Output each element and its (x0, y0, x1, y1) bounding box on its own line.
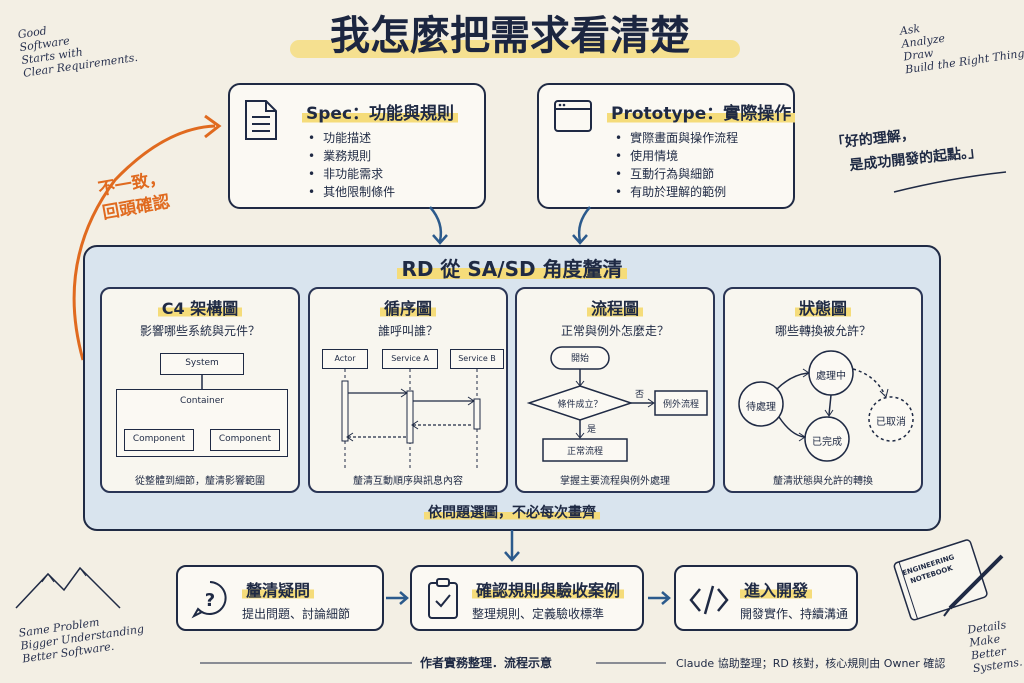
c4-title-text: C4 架構圖 (157, 299, 243, 318)
c4-panel: C4 架構圖 影響哪些系統與元件？ System Container Compo… (100, 287, 300, 493)
seq-caption: 釐清互動順序與訊息內容 (353, 476, 463, 487)
flow-yes: 是 (587, 425, 597, 435)
flow-shapes (526, 346, 708, 462)
state-question: 哪些轉換被允許？ (774, 324, 871, 338)
title-highlight (290, 40, 740, 58)
note-top-left: Good Software Starts with Clear Requirem… (17, 12, 139, 80)
prototype-card: Prototype：實際操作 實際畫面與操作流程 使用情境 互動行為與細節 有助… (537, 83, 796, 209)
c4-component-b: Component (210, 429, 280, 451)
step-title-text: 釐清疑問 (242, 581, 315, 600)
list-item: 功能描述 (308, 129, 395, 147)
state-shapes (738, 350, 914, 462)
footer-right: Claude 協助整理；RD 核對，核心規則由 Owner 確認 (676, 657, 946, 670)
c4-connector (201, 375, 203, 389)
flow-exception: 例外流程 (662, 400, 699, 410)
flow-question: 正常與例外怎麼走？ (560, 324, 669, 338)
step-develop-title: 進入開發 (740, 577, 813, 601)
list-item: 業務規則 (308, 147, 395, 165)
step-arrow-2 (648, 591, 671, 605)
prototype-title: Prototype：實際操作 (607, 99, 796, 124)
page-title: 我怎麼把需求看清楚 (330, 12, 690, 59)
state-title: 狀態圖 (725, 295, 921, 319)
rd-footer-text: 依問題選圖，不必每次畫齊 (424, 505, 600, 521)
mountains-icon (15, 566, 121, 609)
step-confirm: 確認規則與驗收案例 整理規則、定義驗收標準 (410, 565, 644, 631)
list-item: 使用情境 (615, 147, 738, 165)
question-bubble-icon: ? (191, 581, 227, 619)
state-cancelled: 已取消 (876, 417, 906, 428)
c4-caption: 從整體到細節，釐清影響範圍 (135, 476, 265, 487)
step-clarify-title: 釐清疑問 (242, 577, 315, 601)
state-caption: 釐清狀態與允許的轉換 (773, 476, 873, 487)
state-processing: 處理中 (816, 371, 846, 382)
svg-text:?: ? (205, 590, 215, 611)
spec-list: 功能描述 業務規則 非功能需求 其他限制條件 (308, 129, 395, 201)
seq-title: 循序圖 (310, 295, 506, 319)
rd-title: RD 從 SA/SD 角度釐清 (0, 253, 1024, 282)
rd-title-text: RD 從 SA/SD 角度釐清 (397, 257, 627, 281)
step-develop: 進入開發 開發實作、持續溝通 (674, 565, 858, 631)
seq-service-a: Service A (382, 349, 438, 369)
flow-no: 否 (635, 390, 645, 400)
prototype-list: 實際畫面與操作流程 使用情境 互動行為與細節 有助於理解的範例 (615, 129, 738, 201)
spec-title: Spec：功能與規則 (302, 99, 459, 124)
note-bottom-left: Same Problem Bigger Understanding Better… (18, 610, 147, 666)
c4-container-label: Container (180, 396, 224, 406)
arrows-top (429, 206, 591, 245)
arrow-down (504, 530, 520, 562)
sequence-lines (341, 369, 481, 469)
step-confirm-sub: 整理規則、定義驗收標準 (472, 607, 605, 621)
spec-card: Spec：功能與規則 功能描述 業務規則 非功能需求 其他限制條件 (228, 83, 486, 209)
footer-rule-right (596, 662, 666, 664)
quote-underline (893, 171, 1007, 193)
rd-footer: 依問題選圖，不必每次畫齊 (0, 502, 1024, 522)
list-item: 其他限制條件 (308, 183, 395, 201)
flow-title-text: 流程圖 (586, 299, 643, 318)
state-panel: 狀態圖 哪些轉換被允許？ 待處理 處理中 已完成 已取消 釐清狀態與允許的轉換 (723, 287, 923, 493)
c4-system-box: System (160, 353, 244, 375)
list-item: 非功能需求 (308, 165, 395, 183)
state-pending: 待處理 (746, 402, 776, 413)
seq-question: 誰呼叫誰？ (377, 324, 438, 338)
list-item: 互動行為與細節 (615, 165, 738, 183)
clipboard-check-icon (428, 578, 458, 619)
step-title-text: 確認規則與驗收案例 (472, 581, 625, 600)
step-develop-sub: 開發實作、持續溝通 (740, 607, 849, 621)
browser-window-icon (554, 100, 592, 132)
state-done: 已完成 (812, 437, 842, 448)
c4-container-box: Container (116, 389, 288, 457)
seq-service-b: Service B (450, 349, 504, 369)
document-icon (245, 100, 277, 140)
flow-panel: 流程圖 正常與例外怎麼走？ 開始 條件成立？ 否 例外流程 是 正常流程 掌握主… (515, 287, 715, 493)
note-top-right: Ask Analyze Draw Build the Right Thing. (899, 8, 1024, 76)
prototype-title-text: Prototype：實際操作 (607, 104, 796, 124)
flow-title: 流程圖 (517, 295, 713, 319)
code-icon (689, 585, 729, 615)
flow-caption: 掌握主要流程與例外處理 (560, 476, 670, 487)
feedback-arrow (72, 114, 222, 361)
step-arrow-1 (386, 591, 409, 605)
step-clarify: ? 釐清疑問 提出問題、討論細節 (176, 565, 384, 631)
footer-rules (200, 662, 412, 664)
seq-title-text: 循序圖 (379, 299, 436, 318)
notebook-icon (893, 539, 1004, 621)
c4-title: C4 架構圖 (102, 295, 298, 319)
seq-actor: Actor (322, 349, 368, 369)
flow-start: 開始 (570, 354, 589, 364)
footer-center: 作者實務整理．流程示意 (420, 656, 553, 670)
list-item: 實際畫面與操作流程 (615, 129, 738, 147)
step-clarify-sub: 提出問題、討論細節 (242, 607, 351, 621)
flow-decision: 條件成立？ (557, 400, 603, 410)
spec-title-text: Spec：功能與規則 (302, 104, 459, 124)
state-title-text: 狀態圖 (794, 299, 851, 318)
c4-question: 影響哪些系統與元件？ (139, 324, 260, 338)
list-item: 有助於理解的範例 (615, 183, 738, 201)
flow-normal: 正常流程 (566, 447, 603, 457)
sequence-panel: 循序圖 誰呼叫誰？ Actor Service A Service B 釐清互動… (308, 287, 508, 493)
step-confirm-title: 確認規則與驗收案例 (472, 577, 625, 601)
c4-component-a: Component (124, 429, 194, 451)
step-title-text: 進入開發 (740, 581, 813, 600)
